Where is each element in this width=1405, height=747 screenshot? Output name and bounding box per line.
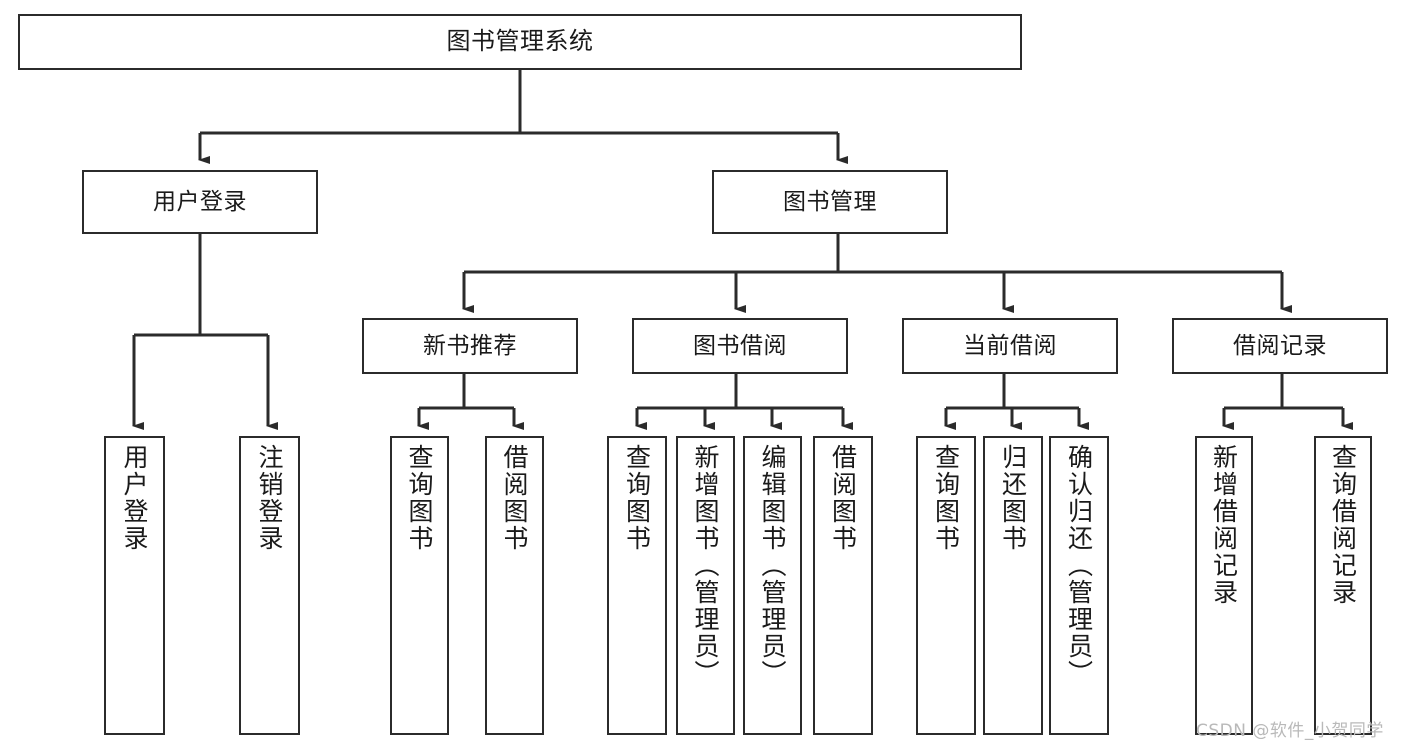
node-label: 借阅记录	[1233, 332, 1327, 359]
node-label: 图书管理系统	[446, 27, 594, 56]
node-leaf-user-login[interactable]: 用户登录	[104, 436, 165, 735]
node-label: 查询图书	[931, 444, 961, 552]
csdn-watermark: CSDN @软件_小贺同学	[1196, 721, 1384, 741]
node-label: 归还图书	[998, 444, 1028, 552]
node-leaf-query-borrow-record[interactable]: 查询借阅记录	[1314, 436, 1372, 735]
node-leaf-logout-login[interactable]: 注销登录	[239, 436, 300, 735]
node-leaf-query-book-borrow[interactable]: 查询图书	[607, 436, 667, 735]
node-leaf-add-book-admin[interactable]: 新增图书（管理员）	[676, 436, 735, 735]
node-label: 用户登录	[153, 188, 247, 215]
node-book-borrow[interactable]: 图书借阅	[632, 318, 848, 374]
node-label: 用户登录	[120, 444, 149, 552]
node-root-book-management-system[interactable]: 图书管理系统	[18, 14, 1022, 70]
node-label: 借阅图书	[828, 444, 858, 552]
node-leaf-borrow-book-recommend[interactable]: 借阅图书	[485, 436, 544, 735]
node-leaf-return-book[interactable]: 归还图书	[983, 436, 1043, 735]
node-label: 确认归还（管理员）	[1064, 444, 1094, 687]
node-label: 查询图书	[405, 444, 434, 552]
node-leaf-edit-book-admin[interactable]: 编辑图书（管理员）	[743, 436, 802, 735]
node-user-login[interactable]: 用户登录	[82, 170, 318, 234]
node-label: 编辑图书（管理员）	[758, 444, 787, 687]
node-label: 借阅图书	[500, 444, 529, 552]
node-leaf-borrow-book-2[interactable]: 借阅图书	[813, 436, 873, 735]
node-label: 图书管理	[783, 188, 877, 215]
node-label: 查询图书	[622, 444, 652, 552]
node-current-borrow[interactable]: 当前借阅	[902, 318, 1118, 374]
node-leaf-query-book-recommend[interactable]: 查询图书	[390, 436, 449, 735]
node-book-management[interactable]: 图书管理	[712, 170, 948, 234]
node-label: 新书推荐	[423, 332, 517, 359]
node-new-book-recommend[interactable]: 新书推荐	[362, 318, 578, 374]
node-label: 新增图书（管理员）	[691, 444, 720, 687]
node-label: 当前借阅	[963, 332, 1057, 359]
node-borrow-record[interactable]: 借阅记录	[1172, 318, 1388, 374]
node-label: 查询借阅记录	[1328, 444, 1358, 606]
node-leaf-add-borrow-record[interactable]: 新增借阅记录	[1195, 436, 1253, 735]
node-label: 新增借阅记录	[1209, 444, 1239, 606]
node-label: 图书借阅	[693, 332, 787, 359]
node-label: 注销登录	[255, 444, 284, 552]
node-leaf-query-book-current[interactable]: 查询图书	[916, 436, 976, 735]
node-leaf-confirm-return-admin[interactable]: 确认归还（管理员）	[1049, 436, 1109, 735]
